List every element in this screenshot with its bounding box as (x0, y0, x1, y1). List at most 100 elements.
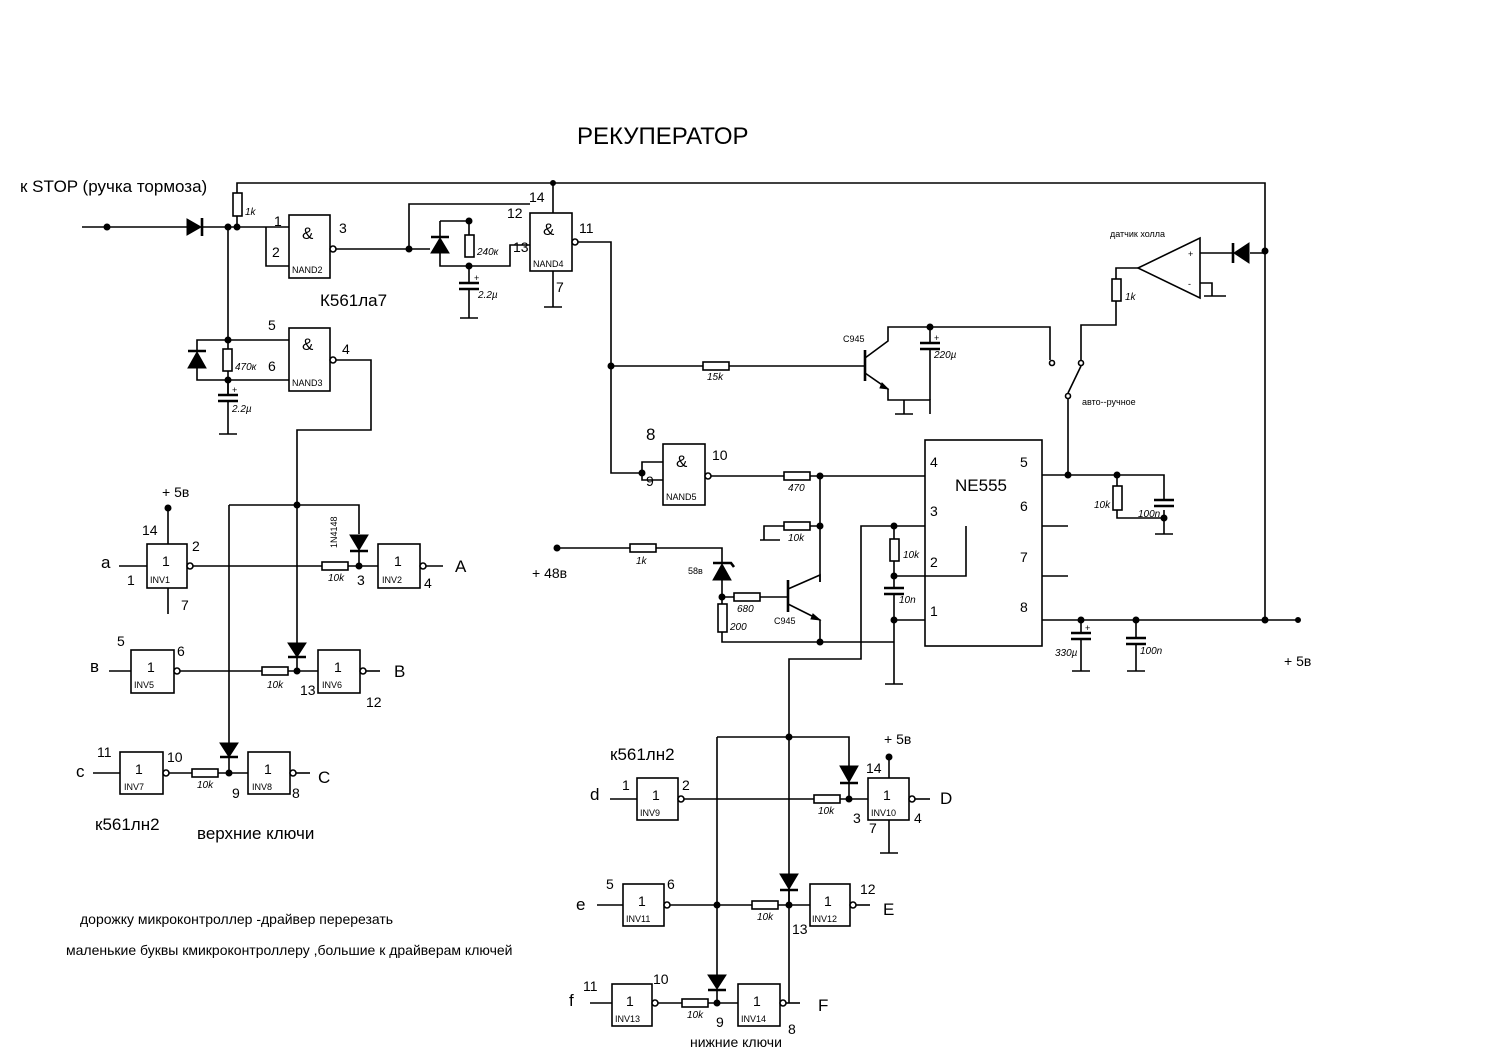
svg-text:240к: 240к (476, 247, 500, 258)
svg-text:470к: 470к (235, 362, 258, 373)
svg-text:a: a (101, 553, 111, 572)
stop-resistor-value: 1k (245, 207, 257, 218)
svg-text:2: 2 (192, 538, 200, 554)
svg-text:15k: 15k (707, 372, 724, 383)
stop-input-label: к STOP (ручка тормоза) (20, 177, 207, 196)
svg-text:200: 200 (729, 622, 747, 633)
svg-text:e: e (576, 895, 585, 914)
svg-text:2: 2 (930, 554, 938, 570)
mode-switch-label: авто--ручное (1082, 397, 1136, 407)
svg-text:1: 1 (824, 893, 832, 909)
svg-text:680: 680 (737, 604, 754, 615)
svg-text:9: 9 (716, 1014, 724, 1030)
svg-text:INV2: INV2 (382, 575, 402, 585)
svg-text:10k: 10k (818, 806, 835, 817)
svg-text:F: F (818, 996, 828, 1015)
svg-text:&: & (302, 335, 314, 354)
svg-text:INV9: INV9 (640, 808, 660, 818)
inv7-inv8-pair: c 1 INV7 11 10 10k 9 1 INV8 8 C (76, 742, 330, 801)
svg-text:330µ: 330µ (1055, 648, 1078, 659)
svg-text:8: 8 (292, 785, 300, 801)
inv-chip-label-bottom: к561лн2 (610, 745, 675, 764)
svg-text:1: 1 (638, 893, 646, 909)
svg-text:NE555: NE555 (955, 476, 1007, 495)
svg-text:100n: 100n (1140, 646, 1163, 657)
svg-text:2.2µ: 2.2µ (231, 404, 252, 415)
svg-text:C945: C945 (774, 616, 796, 626)
svg-text:6: 6 (268, 358, 276, 374)
hall-sensor-label: датчик холла (1110, 229, 1165, 239)
svg-text:4: 4 (914, 810, 922, 826)
svg-text:10: 10 (167, 749, 183, 765)
svg-text:1: 1 (264, 761, 272, 777)
svg-text:5: 5 (268, 317, 276, 333)
svg-text:12: 12 (507, 205, 523, 221)
svg-text:8: 8 (788, 1021, 796, 1037)
svg-text:10k: 10k (903, 550, 920, 561)
svg-text:6: 6 (1020, 498, 1028, 514)
upper-keys-bus: + 5в 1N4148 (162, 484, 360, 743)
svg-text:NAND3: NAND3 (292, 378, 323, 388)
inv5-inv6-pair: в 1 INV5 5 6 10k 13 1 INV6 12 B (90, 633, 405, 710)
svg-text:10k: 10k (687, 1010, 704, 1021)
svg-text:6: 6 (667, 876, 675, 892)
inv9-inv10-pair: d 1 INV9 1 2 10k 3 1 INV10 14 7 4 D (590, 760, 952, 854)
svg-text:NAND4: NAND4 (533, 259, 564, 269)
svg-text:+: + (474, 273, 479, 283)
svg-text:INV14: INV14 (741, 1014, 766, 1024)
plus5v-label-bottom: + 5в (884, 731, 911, 747)
svg-text:&: & (543, 220, 555, 239)
svg-text:10k: 10k (267, 680, 284, 691)
svg-text:INV11: INV11 (626, 914, 650, 924)
svg-text:INV1: INV1 (150, 575, 170, 585)
svg-text:C945: C945 (843, 334, 865, 344)
svg-text:10k: 10k (1094, 500, 1111, 511)
svg-text:INV13: INV13 (615, 1014, 640, 1024)
svg-text:1k: 1k (1125, 292, 1137, 303)
svg-text:5: 5 (117, 633, 125, 649)
svg-text:10k: 10k (197, 780, 214, 791)
svg-text:10: 10 (712, 447, 728, 463)
svg-text:A: A (455, 557, 467, 576)
svg-text:6: 6 (177, 643, 185, 659)
svg-text:INV6: INV6 (322, 680, 342, 690)
svg-text:3: 3 (357, 572, 365, 588)
diagram-title: РЕКУПЕРАТОР (577, 123, 749, 150)
svg-text:7: 7 (181, 597, 189, 613)
svg-text:10k: 10k (788, 533, 805, 544)
svg-text:11: 11 (579, 220, 594, 236)
svg-text:7: 7 (1020, 549, 1028, 565)
svg-text:+: + (1188, 249, 1193, 259)
nand2-gate: & NAND2 1 2 3 К561ла7 (265, 213, 413, 310)
note-line-1: дорожку микроконтроллер -драйвер перерез… (80, 911, 393, 927)
svg-text:220µ: 220µ (933, 350, 957, 361)
lower-keys-label: нижние ключи (690, 1034, 782, 1050)
svg-text:8: 8 (1020, 599, 1028, 615)
stop-input-diode (186, 218, 203, 236)
svg-text:2: 2 (272, 244, 280, 260)
svg-text:2.2µ: 2.2µ (477, 290, 498, 301)
svg-text:8: 8 (646, 425, 655, 444)
svg-text:1N4148: 1N4148 (329, 516, 339, 548)
svg-text:NAND5: NAND5 (666, 492, 697, 502)
svg-text:14: 14 (529, 189, 545, 205)
nand5-gate: & NAND5 8 9 10 470 10k (638, 425, 925, 582)
svg-text:1: 1 (127, 572, 135, 588)
svg-text:1: 1 (930, 603, 938, 619)
svg-text:1: 1 (334, 659, 342, 675)
svg-text:NAND2: NAND2 (292, 265, 323, 275)
svg-text:470: 470 (788, 483, 805, 494)
svg-text:14: 14 (142, 522, 158, 538)
inv13-inv14-pair: f 1 INV13 11 10 10k 9 1 INV14 8 F (569, 971, 828, 1037)
svg-text:D: D (940, 789, 952, 808)
inv11-inv12-pair: e 1 INV11 5 6 10k 13 1 INV12 12 E (576, 873, 894, 937)
svg-text:4: 4 (342, 341, 350, 357)
nand-chip-label: К561ла7 (320, 291, 387, 310)
svg-text:7: 7 (869, 820, 877, 836)
svg-text:58в: 58в (688, 566, 703, 576)
plus5v-label-top: + 5в (162, 484, 189, 500)
svg-text:1: 1 (652, 787, 660, 803)
svg-text:B: B (394, 662, 405, 681)
inv-chip-label-top: к561лн2 (95, 815, 160, 834)
svg-text:1: 1 (162, 553, 170, 569)
